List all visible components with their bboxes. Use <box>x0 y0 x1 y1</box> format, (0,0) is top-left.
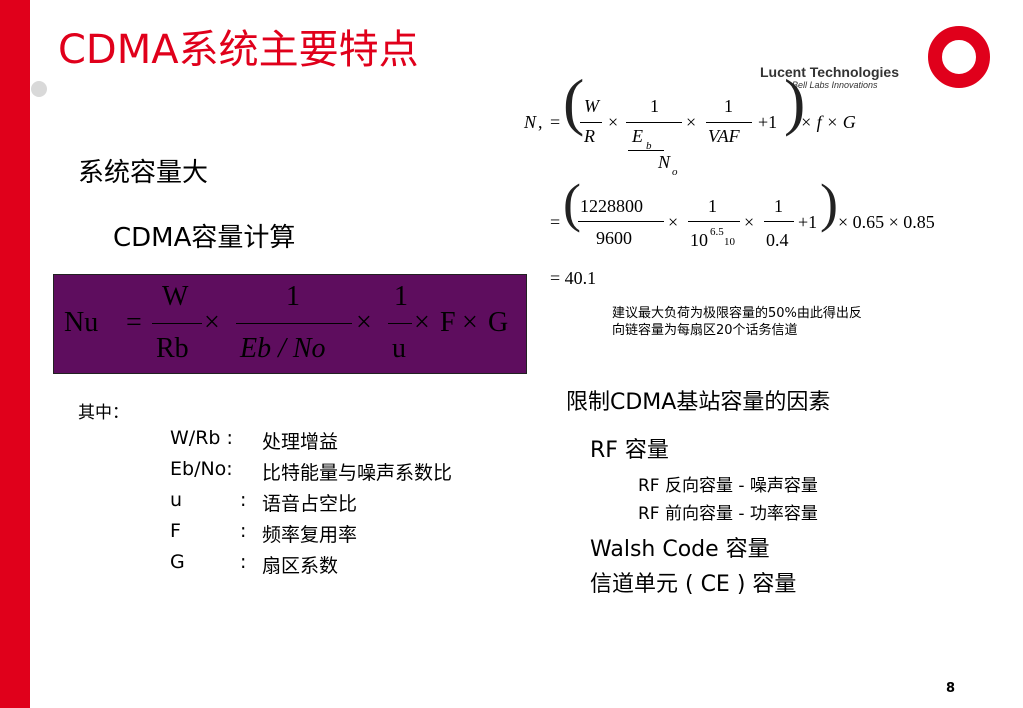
page-number: 8 <box>946 681 956 696</box>
eq2-exp-den: 10 <box>724 236 735 248</box>
eq2-den2: 0.4 <box>766 230 789 250</box>
factor-ce: 信道单元 ( CE ) 容量 <box>590 572 797 597</box>
section-heading: 系统容量大 <box>78 158 209 188</box>
formula-times: × <box>414 307 430 338</box>
capacity-formula-box: Nu = W Rb × 1 Eb / No × 1 u × F × G <box>53 274 527 374</box>
eq1-times: × <box>608 112 619 132</box>
formula-times: × <box>204 307 220 338</box>
eq1-tail: × f × G <box>800 112 856 132</box>
eq1-comma: , <box>538 112 543 132</box>
eq2-one: 1 <box>708 196 717 216</box>
formula-g: G <box>488 307 509 338</box>
eq2-num: 1228800 <box>580 196 643 216</box>
fraction-bar <box>628 150 664 151</box>
where-label: 其中： <box>78 403 129 423</box>
formula-times: × <box>356 307 372 338</box>
def-desc: 语音占空比 <box>262 493 358 515</box>
def-sym: G <box>170 551 185 573</box>
eq1-no: N <box>658 152 671 172</box>
formula-f: F <box>440 307 456 338</box>
fraction-bar <box>688 221 740 222</box>
formula-one: 1 <box>394 281 408 312</box>
def-desc: 比特能量与噪声系数比 <box>262 462 453 484</box>
def-desc: 频率复用率 <box>262 524 358 546</box>
def-colon: : <box>240 520 247 542</box>
eq1-r: R <box>584 126 595 146</box>
left-paren: ( <box>563 173 581 233</box>
formula-u: u <box>392 333 406 364</box>
factors-title: 限制CDMA基站容量的因素 <box>566 390 831 415</box>
eq2-times: × <box>744 212 755 232</box>
fraction-bar <box>578 221 664 222</box>
factor-rf: RF 容量 <box>590 438 669 463</box>
eq2-one-b: 1 <box>774 196 783 216</box>
logo-name: Lucent Technologies <box>760 64 899 80</box>
eq1-eb: E <box>632 126 643 146</box>
eq2-equals: = <box>550 212 561 232</box>
eq1-vaf: VAF <box>708 126 740 146</box>
formula-equals: = <box>126 307 142 338</box>
eq2-plus-one: +1 <box>798 212 818 232</box>
def-sym: Eb/No: <box>170 458 233 480</box>
eq2-exp: 6.5 <box>710 226 724 238</box>
eq1-equals: = <box>550 112 561 132</box>
eq1-one: 1 <box>650 96 659 116</box>
eq1-n: N <box>524 112 537 132</box>
eq1-no-sub: o <box>672 166 678 178</box>
right-paren: ) <box>784 66 806 137</box>
fraction-bar <box>152 323 202 324</box>
eq2-den: 9600 <box>596 228 632 248</box>
section-subheading: CDMA容量计算 <box>113 223 296 253</box>
logo-tagline: Bell Labs Innovations <box>792 80 878 90</box>
eq1-plus-one: +1 <box>758 112 778 132</box>
formula-rb: Rb <box>156 333 189 364</box>
factor-rf-reverse: RF 反向容量 - 噪声容量 <box>638 476 818 496</box>
innovation-ring-icon <box>928 26 990 88</box>
eq3-result: = 40.1 <box>550 268 597 288</box>
def-sym: F <box>170 520 181 542</box>
fraction-bar <box>764 221 794 222</box>
eq2-tail: × 0.65 × 0.85 <box>838 212 935 232</box>
formula-nu: Nu <box>64 307 99 338</box>
lucent-logo: Lucent Technologies Bell Labs Innovation… <box>760 64 915 90</box>
fraction-bar <box>236 323 352 324</box>
eq1-eb-sub: b <box>646 140 652 152</box>
factor-rf-forward: RF 前向容量 - 功率容量 <box>638 504 818 524</box>
fraction-bar <box>388 323 412 324</box>
fraction-bar <box>706 122 752 123</box>
def-colon: : <box>240 551 247 573</box>
factor-walsh: Walsh Code 容量 <box>590 537 770 562</box>
note-line-1: 建议最大负荷为极限容量的50%由此得出反 <box>612 306 862 321</box>
left-accent-bar <box>0 0 30 708</box>
fraction-bar <box>580 122 602 123</box>
fraction-bar <box>626 122 682 123</box>
def-sym: u <box>170 489 183 511</box>
gray-bullet-dot <box>31 81 47 97</box>
right-paren: ) <box>820 173 838 233</box>
eq1-w: W <box>584 96 599 116</box>
note-line-2: 向链容量为每扇区20个话务信道 <box>612 323 798 338</box>
eq1-times: × <box>686 112 697 132</box>
formula-one: 1 <box>286 281 300 312</box>
slide-title: CDMA系统主要特点 <box>58 27 419 73</box>
def-sym: W/Rb : <box>170 427 233 449</box>
eq2-ten: 10 <box>690 230 708 250</box>
eq2-times: × <box>668 212 679 232</box>
left-paren: ( <box>563 66 585 137</box>
eq1-one: 1 <box>724 96 733 116</box>
formula-times: × <box>462 307 478 338</box>
def-colon: : <box>240 489 247 511</box>
formula-w: W <box>162 281 189 312</box>
def-desc: 扇区系数 <box>262 555 339 577</box>
def-desc: 处理增益 <box>262 431 339 453</box>
formula-eb-no: Eb / No <box>240 333 326 364</box>
